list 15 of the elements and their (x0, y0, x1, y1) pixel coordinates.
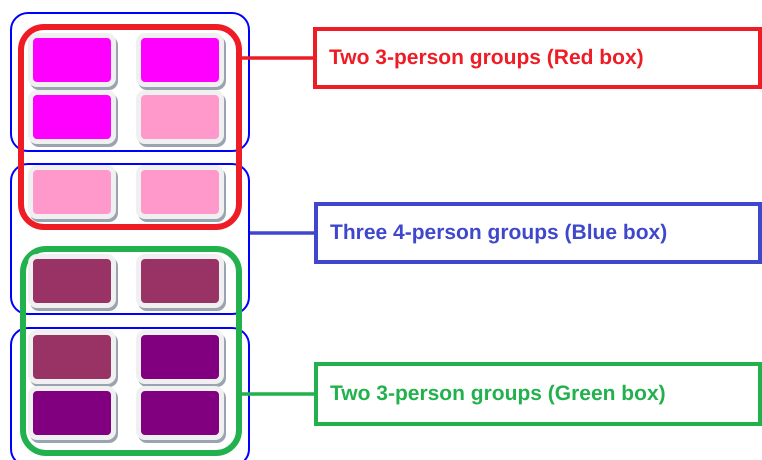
rounded-tile (28, 165, 116, 219)
callout-label: Three 4-person groups (Blue box) (330, 221, 668, 245)
rounded-tile (136, 165, 224, 219)
rounded-tile (28, 254, 116, 308)
group-outline (18, 24, 242, 230)
rounded-tile (136, 254, 224, 308)
callout-box (314, 362, 762, 426)
callout-label: Two 3-person groups (Red box) (329, 46, 644, 70)
group-outline (20, 246, 242, 456)
callout-label: Two 3-person groups (Green box) (330, 382, 666, 406)
leader-line (242, 56, 313, 60)
leader-line (250, 231, 314, 235)
callout-box (313, 27, 762, 89)
leader-line (242, 392, 314, 396)
callout-box (314, 202, 762, 264)
